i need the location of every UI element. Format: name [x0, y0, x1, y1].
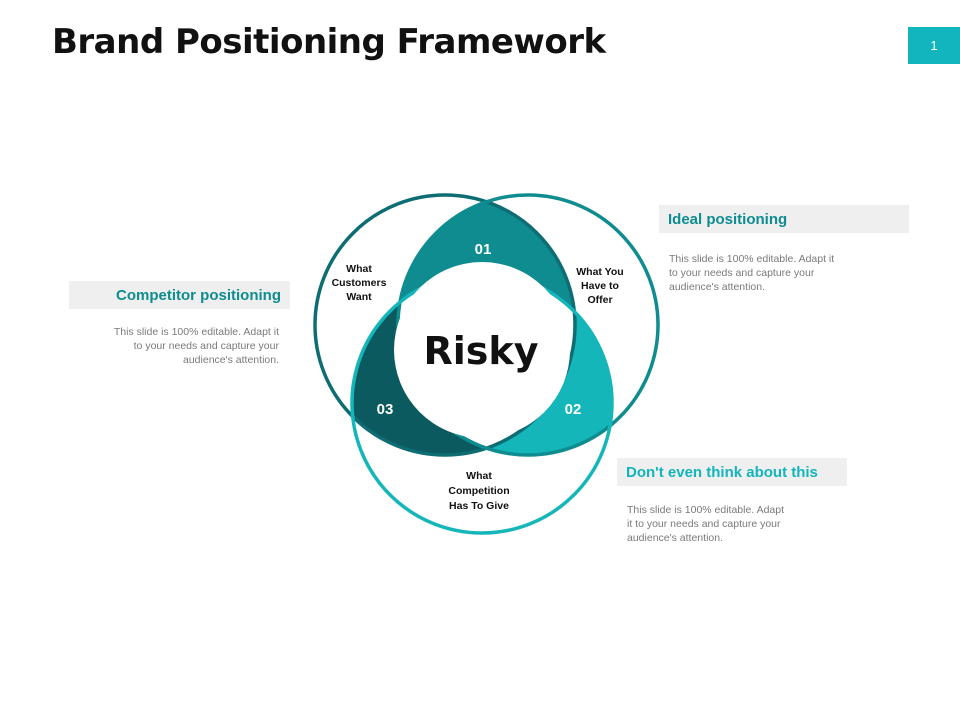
svg-text:Customers: Customers	[332, 277, 387, 289]
svg-text:What You: What You	[576, 266, 623, 278]
center-label: Risky	[424, 329, 539, 373]
circle-customers-outline	[313, 193, 577, 457]
svg-text:Competition: Competition	[448, 485, 509, 497]
segment-number-01: 01	[475, 241, 492, 258]
dont-think-description: This slide is 100% editable. Adapt it to…	[627, 504, 785, 544]
competitor-positioning-heading-box: Competitor positioning	[69, 281, 290, 309]
competitor-positioning-description: This slide is 100% editable. Adapt it to…	[113, 326, 279, 366]
svg-text:Offer: Offer	[587, 294, 612, 306]
ideal-positioning-description: This slide is 100% editable. Adapt it to…	[669, 253, 835, 293]
ideal-positioning-heading: Ideal positioning	[668, 210, 788, 228]
svg-text:What: What	[346, 263, 372, 275]
segment-number-03: 03	[377, 401, 394, 418]
competitor-positioning-heading: Competitor positioning	[116, 286, 281, 304]
center-circle	[394, 262, 570, 438]
svg-text:Have to: Have to	[581, 280, 619, 292]
page-number-badge: 1	[908, 27, 960, 64]
label-competition: What Competition Has To Give	[448, 470, 509, 512]
segment-number-02: 02	[565, 401, 582, 418]
page-title: Brand Positioning Framework	[52, 22, 606, 62]
label-offer: What You Have to Offer	[576, 266, 623, 306]
dont-think-heading-box: Don't even think about this	[617, 458, 847, 486]
dont-think-heading: Don't even think about this	[626, 463, 818, 481]
label-customers: What Customers Want	[332, 263, 387, 303]
svg-text:Want: Want	[346, 291, 372, 303]
svg-text:What: What	[466, 470, 492, 482]
svg-text:Has To Give: Has To Give	[449, 500, 509, 512]
ideal-positioning-heading-box: Ideal positioning	[659, 205, 909, 233]
